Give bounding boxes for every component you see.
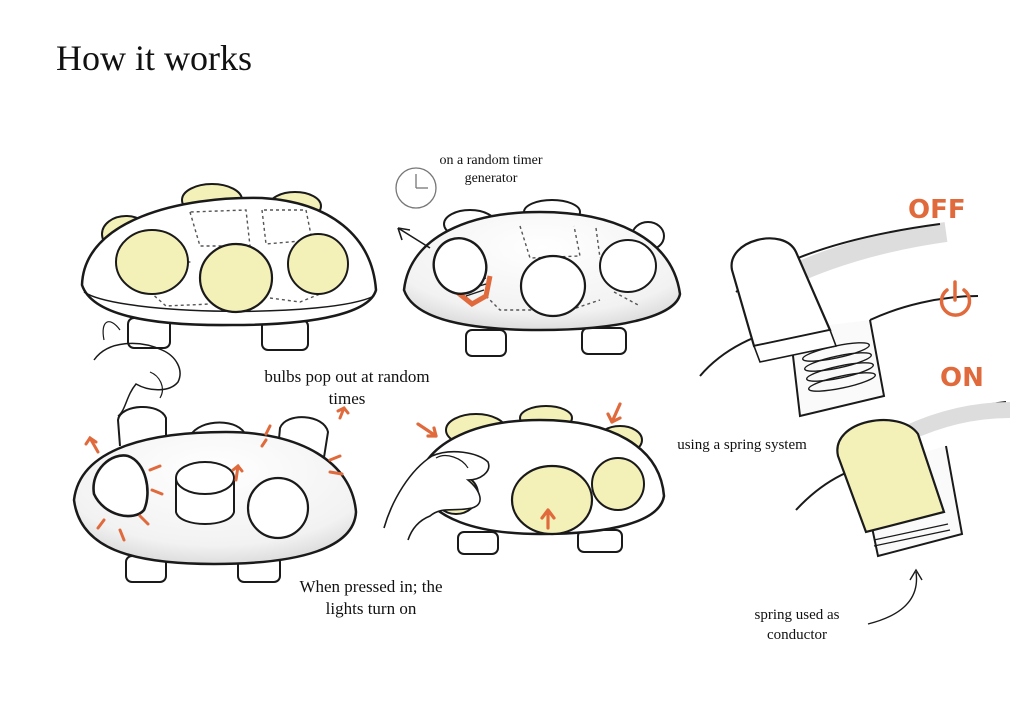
label-spring-conductor: spring used as conductor — [754, 607, 840, 643]
device-top-left — [80, 183, 378, 351]
power-icon — [939, 280, 972, 317]
page-title: How it works — [56, 38, 252, 78]
label-bulbs-pop-out: bulbs pop out at random times — [264, 367, 430, 409]
spring-detail-off — [699, 222, 979, 418]
off-label: OFF — [908, 195, 966, 225]
device-bottom-middle — [383, 402, 666, 555]
on-label: ON — [940, 363, 984, 393]
label-when-pressed: When pressed in; the lights turn on — [299, 577, 443, 619]
label-spring-system: using a spring system — [677, 437, 807, 453]
spring-detail-on — [795, 401, 1011, 625]
device-top-middle — [397, 199, 682, 357]
label-random-timer: on a random timer generator — [439, 153, 543, 187]
device-bottom-left — [72, 321, 358, 583]
clock-icon — [395, 167, 437, 209]
